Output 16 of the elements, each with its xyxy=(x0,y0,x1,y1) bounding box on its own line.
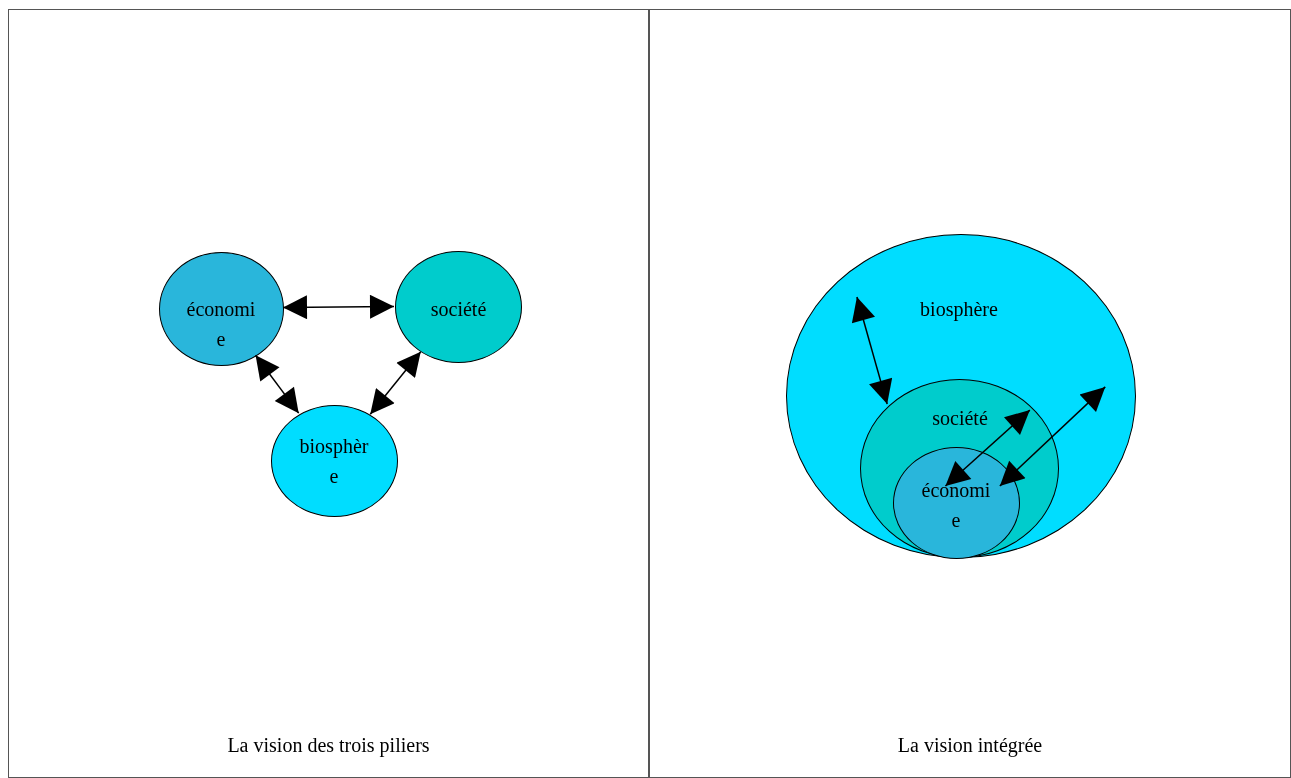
node-label: économie xyxy=(185,297,257,352)
double-arrow xyxy=(282,294,395,320)
double-arrow xyxy=(851,296,893,405)
panel xyxy=(649,9,1291,778)
panel xyxy=(8,9,649,778)
node-label: biosphère xyxy=(919,297,999,323)
double-arrow xyxy=(999,386,1106,487)
double-arrow xyxy=(944,409,1031,487)
double-arrow xyxy=(369,350,422,416)
node-label: société xyxy=(931,406,989,431)
node-label: biosphère xyxy=(298,434,370,489)
panel-caption: La vision intégrée xyxy=(896,733,1044,759)
node-label: société xyxy=(429,297,488,322)
double-arrow xyxy=(254,354,300,414)
node-label: économie xyxy=(920,478,992,533)
panel-caption: La vision des trois piliers xyxy=(226,733,431,759)
